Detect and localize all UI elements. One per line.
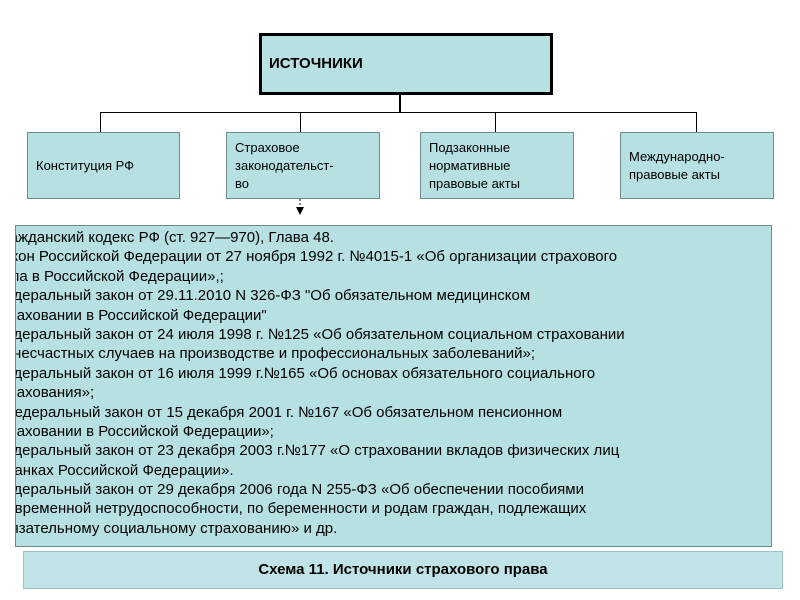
root-stem-line xyxy=(399,95,401,112)
legislation-list-box: Гражданский кодекс РФ (ст. 927—970), Гла… xyxy=(15,225,772,547)
list-line: Закон Российской Федерации от 27 ноября … xyxy=(15,248,618,266)
list-line: Федеральный закон от 23 декабря 2003 г.№… xyxy=(15,442,620,460)
list-line: Федеральный закон от 24 июля 1998 г. №12… xyxy=(15,325,625,343)
list-line: от несчастных случаев на производстве и … xyxy=(15,345,536,363)
horizontal-connector-line xyxy=(100,112,697,113)
box-constitution-label: Конституция РФ xyxy=(36,157,135,173)
list-line: Федеральный закон от 29 декабря 2006 год… xyxy=(15,481,584,499)
list-line: страхования»; xyxy=(16,384,95,402)
list-line: в банках Российской Федерации». xyxy=(15,461,234,479)
box-bylaws: Подзаконные нормативные правовые акты xyxy=(420,132,574,199)
list-line: Гражданский кодекс РФ (ст. 927—970), Гла… xyxy=(15,229,334,246)
list-line: страховании в Российской Федерации»; xyxy=(15,422,274,440)
list-line: дела в Российской Федерации»,; xyxy=(15,267,224,285)
child-3-stem-line xyxy=(495,112,496,132)
list-line: страховании в Российской Федерации" xyxy=(15,306,267,324)
box-international-acts-label: Международно- правовые акты xyxy=(629,148,725,182)
list-line: - Федеральный закон от 15 декабря 2001 г… xyxy=(15,403,563,421)
down-arrow-icon xyxy=(296,199,304,215)
root-label: ИСТОЧНИКИ xyxy=(269,55,363,72)
figure-caption-text: Схема 11. Источники страхового права xyxy=(258,561,548,578)
list-line: Федеральный закон от 29.11.2010 N 326-ФЗ… xyxy=(15,287,531,305)
child-1-stem-line xyxy=(100,112,101,132)
root-box-sources: ИСТОЧНИКИ xyxy=(259,33,553,95)
legislation-list: Гражданский кодекс РФ (ст. 927—970), Гла… xyxy=(15,228,771,538)
box-bylaws-label: Подзаконные нормативные правовые акты xyxy=(429,140,520,191)
box-international-acts: Международно- правовые акты xyxy=(620,132,774,199)
box-insurance-legislation: Страховое законодательст- во xyxy=(226,132,380,199)
child-2-stem-line xyxy=(300,112,301,132)
list-line: Федеральный закон от 16 июля 1999 г.№165… xyxy=(15,364,596,382)
box-constitution: Конституция РФ xyxy=(27,132,180,199)
figure-caption: Схема 11. Источники страхового права xyxy=(23,551,783,589)
list-line: обязательному социальному страхованию» и… xyxy=(15,519,338,537)
box-insurance-legislation-label: Страховое законодательст- во xyxy=(235,140,334,191)
list-line: по временной нетрудоспособности, по бере… xyxy=(15,500,587,518)
child-4-stem-line xyxy=(696,112,697,132)
